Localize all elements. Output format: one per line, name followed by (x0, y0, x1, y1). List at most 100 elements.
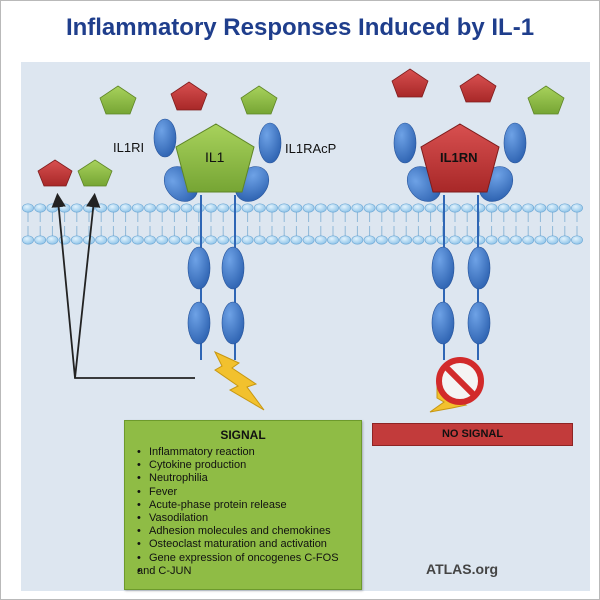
lipid-head (34, 235, 47, 245)
il1rn-ligand-label: IL1RN (440, 150, 478, 165)
il1racp-label: IL1RAcP (285, 141, 337, 156)
intracellular-domain (221, 301, 245, 345)
lipid-head (95, 203, 108, 213)
lipid-head (192, 235, 205, 245)
list-item: Inflammatory reaction (137, 446, 339, 459)
signal-heading: SIGNAL (220, 428, 266, 442)
lipid-head (278, 203, 291, 213)
lipid-head (522, 235, 535, 245)
list-item: Cytokine production (137, 459, 339, 472)
lipid-head (144, 203, 156, 213)
lipid-head (375, 235, 388, 245)
lipid-head (436, 203, 449, 213)
red-ligand-il1rn (170, 81, 208, 111)
lipid-head (400, 235, 413, 245)
lipid-head (449, 203, 461, 213)
red-ligand-il1rn (37, 159, 73, 187)
lipid-head (266, 235, 278, 245)
page-title: Inflammatory Responses Induced by IL-1 (65, 14, 535, 41)
lipid-head (571, 203, 583, 213)
il1ri-domain (153, 118, 177, 158)
list-item: Vasodilation (137, 512, 339, 525)
signal-effects-list: Inflammatory reaction Cytokine productio… (137, 446, 339, 578)
lipid-head (192, 203, 205, 213)
lipid-head (107, 235, 120, 245)
red-ligand-il1rn (391, 68, 429, 98)
lipid-head (473, 203, 486, 213)
lipid-head (363, 235, 376, 245)
lipid-head (510, 235, 522, 245)
list-item: Adhesion molecules and chemokines (137, 525, 339, 538)
lipid-head (339, 203, 352, 213)
lipid-head (497, 203, 510, 213)
il1ri-label: IL1RI (113, 140, 145, 155)
lipid-head (461, 203, 474, 213)
lipid-head (180, 203, 193, 213)
lipid-head (510, 203, 522, 213)
lipid-head (46, 203, 59, 213)
lipid-head (571, 235, 583, 245)
intracellular-domain (187, 301, 211, 345)
lipid-head (375, 203, 388, 213)
lipid-head (253, 235, 266, 245)
lipid-head (351, 203, 364, 213)
lipid-head (363, 203, 376, 213)
lipid-head (217, 203, 230, 213)
il1-ligand-bound (175, 123, 255, 193)
il1rn-receptor-complex (393, 122, 527, 360)
green-ligand-il1 (99, 85, 137, 115)
lipid-head (314, 235, 327, 245)
list-item: Neutrophilia (137, 472, 339, 485)
lipid-head (314, 203, 327, 213)
red-ligand-il1rn (459, 73, 497, 103)
blocked-signal (429, 357, 484, 413)
lipid-head (534, 235, 547, 245)
lipid-head (168, 203, 181, 213)
lipid-head (388, 203, 400, 213)
lipid-head (302, 203, 315, 213)
receptor-domain (393, 122, 417, 164)
intracellular-domain (431, 301, 455, 345)
lipid-head (119, 235, 132, 245)
green-ligand-il1 (240, 85, 278, 115)
lipid-head (339, 235, 352, 245)
no-signal-box: NO SIGNAL (372, 423, 573, 446)
lipid-head (278, 235, 291, 245)
free-ligands (37, 68, 565, 187)
lipid-head (253, 203, 266, 213)
no-signal-label: NO SIGNAL (441, 428, 504, 440)
feedback-arrows (51, 192, 195, 379)
list-item-continuation: and C-JUN (137, 565, 339, 578)
lipid-head (302, 235, 315, 245)
intracellular-domain (221, 246, 245, 290)
lipid-head (546, 203, 559, 213)
lipid-head (534, 203, 547, 213)
lipid-head (34, 203, 47, 213)
lipid-head (290, 235, 303, 245)
intracellular-domain (467, 301, 491, 345)
lipid-head (436, 235, 449, 245)
lipid-head (22, 203, 34, 213)
lipid-head (241, 235, 254, 245)
lipid-head (156, 203, 169, 213)
lipid-head (107, 203, 120, 213)
il1-receptor-complex (153, 118, 282, 360)
cell-membrane (22, 203, 583, 245)
lipid-head (412, 203, 425, 213)
lipid-head (461, 235, 474, 245)
lipid-head (217, 235, 230, 245)
lipid-head (327, 235, 339, 245)
il1racp-domain (258, 122, 282, 164)
signal-box: SIGNAL Inflammatory reaction Cytokine pr… (124, 420, 362, 590)
lipid-head (46, 235, 59, 245)
lipid-head (412, 235, 425, 245)
lipid-head (522, 203, 535, 213)
lipid-head (485, 203, 498, 213)
lipid-head (266, 203, 278, 213)
lipid-head (485, 235, 498, 245)
lipid-head (180, 235, 193, 245)
list-item: Acute-phase protein release (137, 499, 339, 512)
lipid-head (205, 235, 217, 245)
list-item: Gene expression of oncogenes C-FOS (137, 552, 339, 565)
